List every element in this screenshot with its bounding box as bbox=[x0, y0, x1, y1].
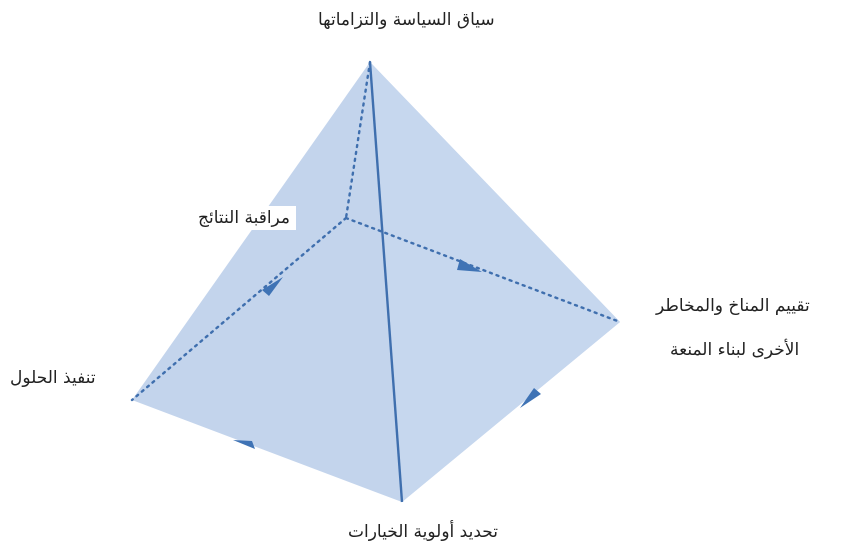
arrow-bottom-to-left bbox=[233, 440, 255, 449]
arrow-right-to-bottom bbox=[520, 388, 541, 408]
label-bottom: تحديد أولوية الخيارات bbox=[348, 522, 498, 542]
arrow-left-to-back bbox=[262, 277, 283, 296]
hidden-edge-apex-back bbox=[344, 60, 372, 220]
arrow-back-to-right bbox=[457, 259, 482, 272]
label-right-line1: تقييم المناخ والمخاطر bbox=[656, 296, 810, 316]
label-top: سياق السياسة والتزاماتها bbox=[318, 10, 495, 30]
label-monitor: مراقبة النتائج bbox=[190, 206, 297, 231]
label-left: تنفيذ الحلول bbox=[10, 368, 96, 388]
hidden-edge-back-left bbox=[130, 216, 348, 402]
front-edge bbox=[368, 61, 404, 503]
hidden-edge-back-right bbox=[344, 216, 622, 324]
label-right-line2: الأخرى لبناء المنعة bbox=[670, 340, 800, 360]
pyramid-right-face bbox=[370, 62, 620, 502]
